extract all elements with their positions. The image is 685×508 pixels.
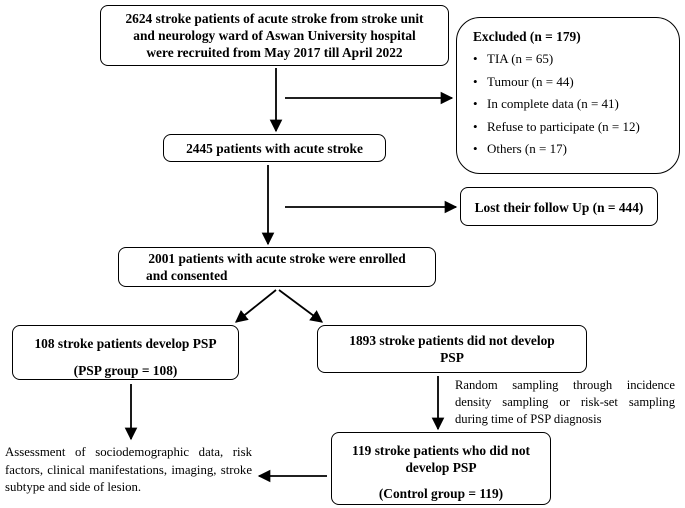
arrow-enrolled-to-no-psp — [278, 289, 324, 323]
excluded-item-incomplete-data: In complete data (n = 41) — [473, 93, 679, 116]
lost-follow-up-box: Lost their follow Up (n = 444) — [460, 187, 658, 226]
excluded-item-tumour: Tumour (n = 44) — [473, 71, 679, 94]
control-group-line-2: develop PSP — [405, 460, 477, 475]
sampling-note: Random sampling through incidence densit… — [455, 378, 675, 426]
no-psp-line-1: 1893 stroke patients did not develop — [349, 333, 555, 348]
excluded-item-tia: TIA (n = 65) — [473, 48, 679, 71]
acute-stroke-label: 2445 patients with acute stroke — [186, 141, 363, 156]
lost-follow-up-label: Lost their follow Up (n = 444) — [474, 200, 644, 215]
enrolled-box: 2001 patients with acute stroke were enr… — [118, 247, 436, 287]
excluded-list: TIA (n = 65) Tumour (n = 44) In complete… — [473, 48, 679, 161]
recruitment-box: 2624 stroke patients of acute stroke fro… — [100, 5, 449, 66]
excluded-item-others: Others (n = 17) — [473, 138, 679, 161]
psp-group-line-2: (PSP group = 108) — [73, 363, 178, 378]
control-group-line-3: (Control group = 119) — [378, 486, 504, 501]
no-psp-line-2: PSP — [440, 350, 464, 365]
excluded-title: Excluded (n = 179) — [473, 29, 581, 44]
arrow-enrolled-to-psp — [235, 289, 277, 323]
control-group-box: 119 stroke patients who did not develop … — [331, 432, 551, 505]
recruitment-line-2: and neurology ward of Aswan University h… — [133, 28, 416, 43]
excluded-item-refuse: Refuse to participate (n = 12) — [473, 116, 679, 139]
acute-stroke-box: 2445 patients with acute stroke — [163, 134, 386, 162]
assessment-text: Assessment of sociodemographic data, ris… — [5, 445, 252, 494]
no-psp-box: 1893 stroke patients did not develop PSP — [317, 325, 587, 373]
psp-group-box: 108 stroke patients develop PSP (PSP gro… — [12, 325, 239, 380]
psp-group-line-1: 108 stroke patients develop PSP — [34, 336, 217, 351]
control-group-line-1: 119 stroke patients who did not — [352, 443, 530, 458]
recruitment-line-3: were recruited from May 2017 till April … — [146, 45, 403, 60]
excluded-box: Excluded (n = 179) TIA (n = 65) Tumour (… — [456, 17, 680, 174]
enrolled-line-1: 2001 patients with acute stroke were enr… — [148, 251, 406, 266]
enrolled-line-2: and consented — [146, 268, 228, 283]
recruitment-line-1: 2624 stroke patients of acute stroke fro… — [125, 11, 424, 26]
